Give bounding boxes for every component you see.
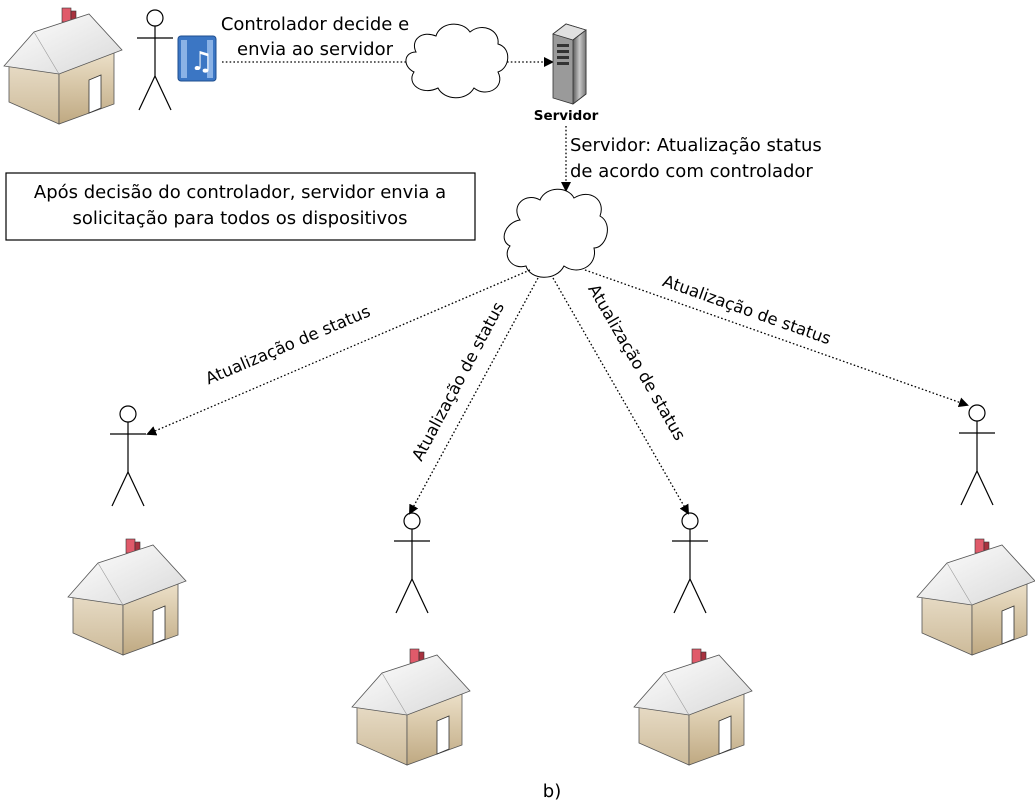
controller-label-line2: envia ao servidor	[237, 39, 394, 60]
house-icon	[916, 538, 1035, 656]
stick-figure-icon	[671, 512, 709, 614]
cloud-icon	[503, 188, 608, 278]
media-file-icon: ♫	[177, 35, 217, 82]
link-label-right: Atualização de status	[660, 271, 833, 348]
controller-label-line1: Controlador decide e	[221, 14, 409, 35]
server-icon	[552, 23, 587, 105]
svg-text:♫: ♫	[190, 47, 213, 77]
link-to-right-device	[584, 269, 969, 408]
server-update-label-line1: Servidor: Atualização status	[570, 135, 822, 156]
note-box	[5, 172, 476, 241]
server-name: Servidor	[534, 108, 599, 124]
note-line2: solicitação para todos os dispositivos	[72, 208, 407, 229]
cloud-icon	[405, 23, 509, 99]
link-label-center-left: Atualização de status	[408, 299, 508, 464]
server-update-label-line2: de acordo com controlador	[570, 161, 813, 182]
house-icon	[67, 538, 187, 656]
note-line1: Após decisão do controlador, servidor en…	[34, 182, 446, 203]
figure-caption: b)	[543, 781, 561, 802]
stick-figure-icon	[109, 405, 147, 507]
link-to-left-device	[146, 269, 531, 436]
house-icon	[351, 648, 471, 766]
link-label-left: Atualização de status	[203, 302, 373, 389]
stick-figure-icon	[393, 512, 431, 614]
house-icon	[3, 7, 123, 125]
link-to-center-left-device	[409, 277, 539, 515]
stick-figure-icon	[136, 9, 174, 111]
house-icon	[633, 648, 753, 766]
link-label-center-right: Atualização de status	[584, 281, 689, 444]
stick-figure-icon	[958, 404, 996, 506]
